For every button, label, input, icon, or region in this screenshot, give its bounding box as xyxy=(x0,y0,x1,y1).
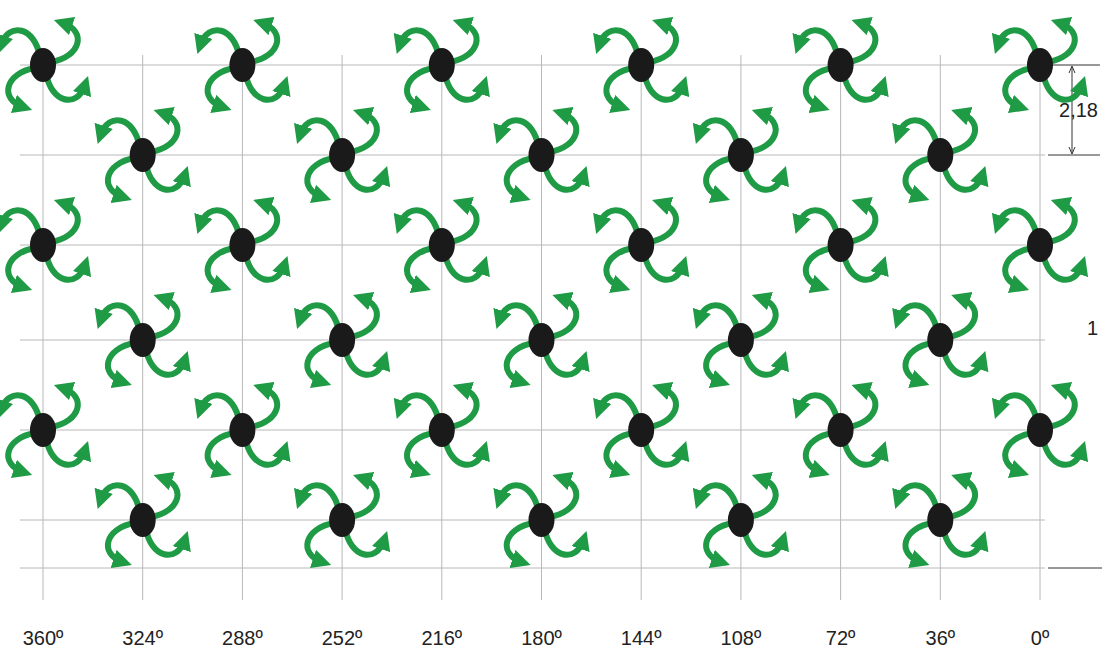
rotation-arrows xyxy=(998,203,1082,287)
turbine-dot xyxy=(927,323,953,357)
angle-label: 144º xyxy=(621,628,662,648)
turbine-dot xyxy=(529,323,555,357)
turbine-dot xyxy=(30,413,56,447)
rotation-arrows xyxy=(799,203,883,287)
rotation-arrows xyxy=(400,203,484,287)
turbine-dot xyxy=(130,138,156,172)
rotation-arrows xyxy=(898,478,982,562)
dimension-label: 2,18 xyxy=(1059,100,1098,120)
rotation-arrows xyxy=(500,478,584,562)
turbine-dot xyxy=(828,48,854,82)
rotation-arrows xyxy=(200,23,284,107)
rotation-arrows xyxy=(400,388,484,472)
grid-line xyxy=(20,245,1045,246)
angle-label: 324º xyxy=(122,628,163,648)
angle-label: 180º xyxy=(521,628,562,648)
angle-label: 72º xyxy=(826,628,856,648)
turbine-dot xyxy=(130,503,156,537)
turbine-dot xyxy=(728,138,754,172)
rotation-arrows xyxy=(300,298,384,382)
rotation-arrows xyxy=(101,478,185,562)
angle-label: 0º xyxy=(1031,628,1049,648)
rotation-arrows xyxy=(898,113,982,197)
angle-label: 36º xyxy=(926,628,956,648)
turbine-dot xyxy=(628,48,654,82)
dimension-label: 1 xyxy=(1087,318,1098,338)
grid-line xyxy=(20,65,1045,66)
turbine-dot xyxy=(529,138,555,172)
angle-label: 216º xyxy=(421,628,462,648)
rotation-arrows xyxy=(699,478,783,562)
rotation-arrows xyxy=(599,203,683,287)
rotation-arrows xyxy=(599,23,683,107)
turbine-dot xyxy=(329,138,355,172)
turbine-dot xyxy=(1027,413,1053,447)
turbine-dot xyxy=(130,323,156,357)
rotation-arrows xyxy=(699,298,783,382)
turbine-dot xyxy=(229,228,255,262)
turbine-dot xyxy=(828,228,854,262)
turbine-dot xyxy=(1027,228,1053,262)
turbine-dot xyxy=(529,503,555,537)
rotation-arrows xyxy=(400,23,484,107)
grid-line xyxy=(641,55,642,600)
angle-label: 252º xyxy=(322,628,363,648)
grid-line xyxy=(20,430,1045,431)
grid-line xyxy=(441,55,442,600)
rotation-arrows xyxy=(101,113,185,197)
rotation-arrows xyxy=(300,478,384,562)
rotation-arrows xyxy=(799,23,883,107)
angle-label: 360º xyxy=(23,628,64,648)
turbine-dot xyxy=(30,228,56,262)
turbine-dot xyxy=(229,413,255,447)
turbine-dot xyxy=(329,503,355,537)
turbine-dot xyxy=(927,138,953,172)
turbine-dot xyxy=(728,323,754,357)
grid-line xyxy=(840,55,841,600)
turbine-dot xyxy=(628,413,654,447)
rotation-arrows xyxy=(599,388,683,472)
rotation-arrows xyxy=(898,298,982,382)
turbine-dot xyxy=(828,413,854,447)
grid-line xyxy=(43,55,44,600)
turbine-dot xyxy=(329,323,355,357)
grid-line xyxy=(20,568,1045,569)
turbine-dot xyxy=(628,228,654,262)
turbine-dot xyxy=(1027,48,1053,82)
turbine-dot xyxy=(429,48,455,82)
rotation-arrows xyxy=(500,113,584,197)
rotation-arrows xyxy=(1,203,85,287)
turbine-dot xyxy=(229,48,255,82)
angle-label: 288º xyxy=(222,628,263,648)
rotation-arrows xyxy=(101,298,185,382)
rotation-arrows xyxy=(998,388,1082,472)
turbine-dot xyxy=(429,413,455,447)
rotation-arrows xyxy=(998,23,1082,107)
rotation-arrows xyxy=(500,298,584,382)
turbine-dot xyxy=(30,48,56,82)
turbine-dot xyxy=(927,503,953,537)
grid-line xyxy=(1040,55,1041,600)
rotation-arrows xyxy=(200,388,284,472)
rotation-arrows xyxy=(300,113,384,197)
angle-label: 108º xyxy=(721,628,762,648)
rotation-arrows xyxy=(799,388,883,472)
turbine-dot xyxy=(728,503,754,537)
grid-line xyxy=(242,55,243,600)
rotation-arrows xyxy=(200,203,284,287)
rotation-arrows xyxy=(1,388,85,472)
rotation-arrows xyxy=(699,113,783,197)
rotation-arrows xyxy=(1,23,85,107)
turbine-dot xyxy=(429,228,455,262)
